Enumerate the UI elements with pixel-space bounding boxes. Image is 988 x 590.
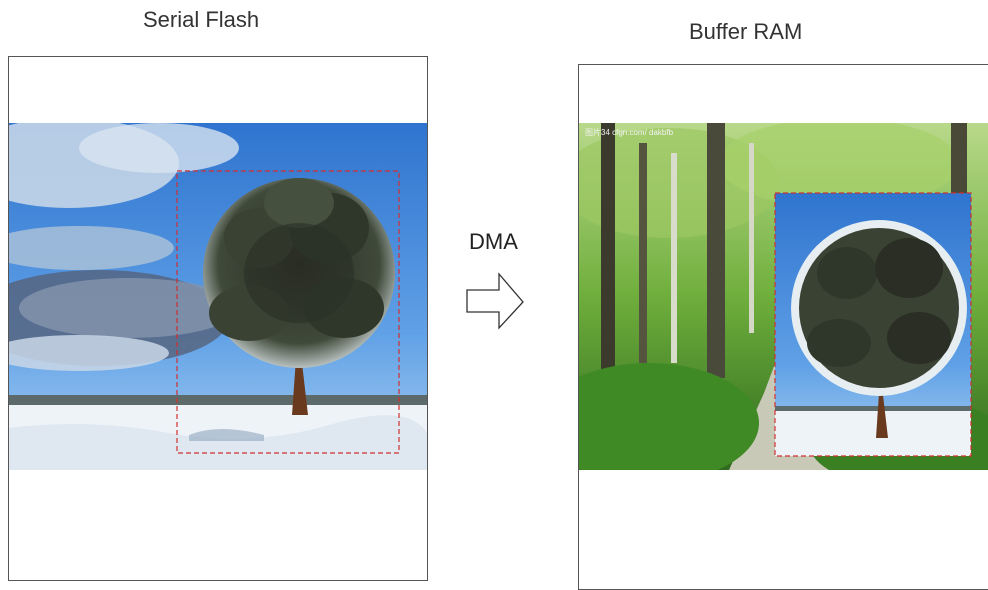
right-arrow-outline-icon (466, 272, 524, 330)
snow-tree-photo (9, 123, 427, 470)
buffer-ram-title: Buffer RAM (689, 19, 803, 44)
serial-flash-title: Serial Flash (143, 7, 260, 32)
dma-label: DMA (469, 229, 518, 254)
photo-watermark: 图片34 cfgn.com/ dakbfb (585, 127, 674, 137)
copied-tree-region (774, 192, 972, 457)
forest-photo: 图片34 cfgn.com/ dakbfb (579, 123, 988, 470)
buffer-ram-frame: 图片34 cfgn.com/ dakbfb (578, 64, 988, 590)
serial-flash-frame (8, 56, 428, 581)
dma-destination-dashed-box (774, 192, 972, 457)
dma-region-dashed-box (176, 170, 400, 454)
